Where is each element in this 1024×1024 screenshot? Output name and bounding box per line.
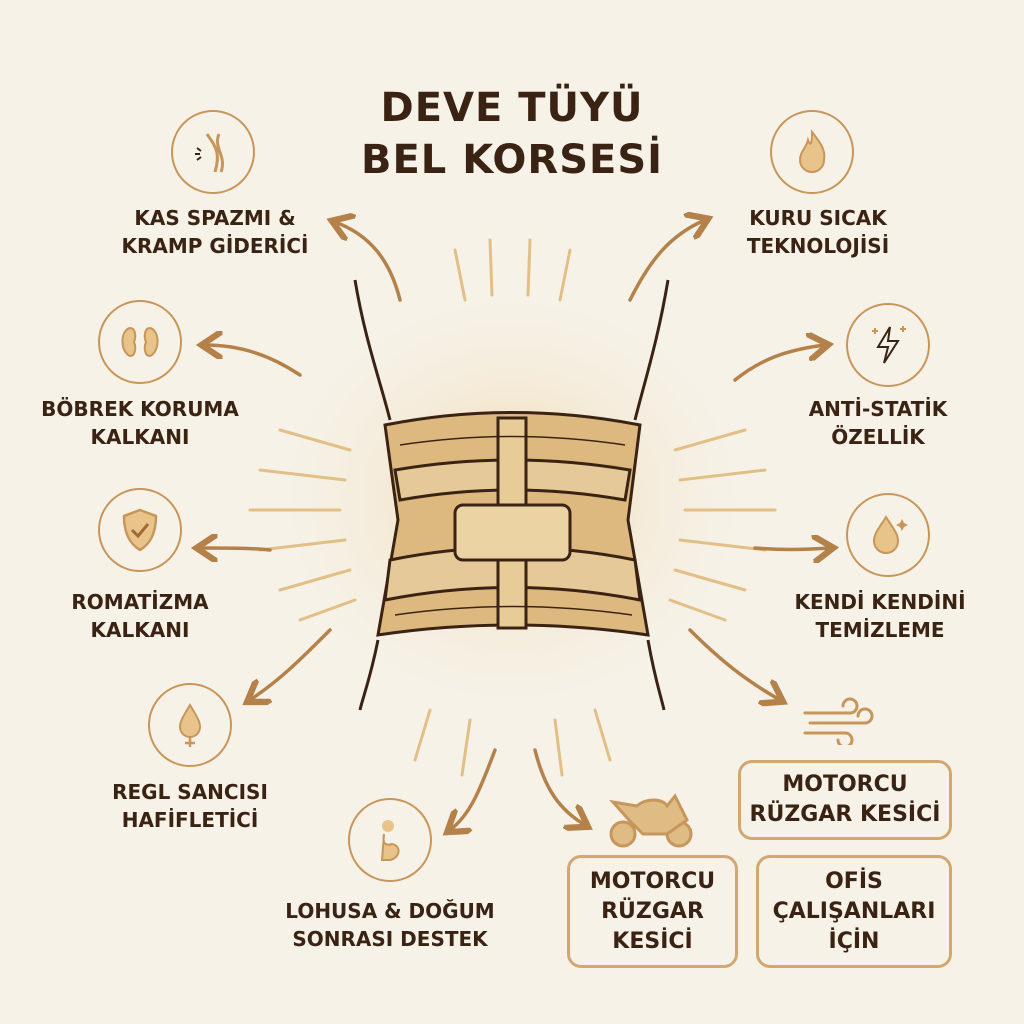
title-line-2: BEL KORSESİ	[360, 137, 664, 183]
label-line: TEKNOLOJİSİ	[746, 234, 890, 258]
box-line: MOTORCU	[589, 868, 716, 894]
feature-label: KURU SICAK TEKNOLOJİSİ	[688, 204, 948, 260]
info-box-motorcycle-windbreaker: MOTORCU RÜZGAR KESİCİ	[738, 760, 952, 840]
label-line: HAFİFLETİCİ	[121, 808, 259, 832]
label-line: KAS SPAZMI &	[134, 206, 296, 230]
feature-label: LOHUSA & DOĞUM SONRASI DESTEK	[260, 897, 520, 953]
lightning-icon	[846, 303, 930, 387]
muscle-icon	[171, 110, 255, 194]
label-line: ROMATİZMA	[71, 590, 209, 614]
feature-label: BÖBREK KORUMA KALKANI	[10, 395, 270, 451]
box-line: İÇİN	[828, 928, 880, 954]
label-line: KALKANI	[90, 618, 190, 642]
shield-check-icon	[98, 488, 182, 572]
torso-outline	[353, 279, 670, 711]
feature-label: ANTİ-STATİK ÖZELLİK	[748, 395, 1008, 451]
label-line: ANTİ-STATİK	[808, 397, 948, 421]
arrows	[200, 220, 830, 830]
motorcycle-icon	[609, 793, 693, 848]
glow-rays	[248, 238, 777, 777]
box-line: OFİS	[825, 868, 883, 894]
info-box-office-workers: OFİS ÇALIŞANLARI İÇİN	[756, 855, 952, 968]
pregnant-icon	[348, 798, 432, 882]
box-line: ÇALIŞANLARI	[772, 898, 936, 924]
female-drop-icon	[148, 683, 232, 767]
page-title: DEVE TÜYÜ BEL KORSESİ	[262, 82, 762, 186]
label-line: KRAMP GİDERİCİ	[121, 234, 309, 258]
label-line: TEMİZLEME	[815, 618, 945, 642]
kidney-icon	[98, 300, 182, 384]
feature-label: ROMATİZMA KALKANI	[10, 588, 270, 644]
feature-label: KAS SPAZMI & KRAMP GİDERİCİ	[85, 204, 345, 260]
water-drop-icon	[846, 493, 930, 577]
label-line: REGL SANCISI	[112, 780, 268, 804]
box-line: RÜZGAR	[601, 898, 704, 924]
box-line: MOTORCU	[782, 772, 908, 797]
title-line-1: DEVE TÜYÜ	[380, 85, 644, 131]
label-line: SONRASI DESTEK	[292, 927, 488, 951]
wind-icon	[803, 697, 874, 745]
label-line: ÖZELLİK	[831, 425, 925, 449]
label-line: KURU SICAK	[749, 206, 887, 230]
feature-label: KENDİ KENDİNİ TEMİZLEME	[750, 588, 1010, 644]
flame-icon	[770, 110, 854, 194]
label-line: KALKANI	[90, 425, 190, 449]
box-line: RÜZGAR KESİCİ	[749, 802, 941, 827]
label-line: BÖBREK KORUMA	[41, 397, 239, 421]
info-box-motorcycle-windbreaker-2: MOTORCU RÜZGAR KESİCİ	[567, 855, 738, 968]
label-line: KENDİ KENDİNİ	[794, 590, 966, 614]
corset	[376, 411, 650, 637]
label-line: LOHUSA & DOĞUM	[285, 899, 495, 923]
box-line: KESİCİ	[612, 928, 693, 954]
feature-label: REGL SANCISI HAFİFLETİCİ	[60, 778, 320, 834]
